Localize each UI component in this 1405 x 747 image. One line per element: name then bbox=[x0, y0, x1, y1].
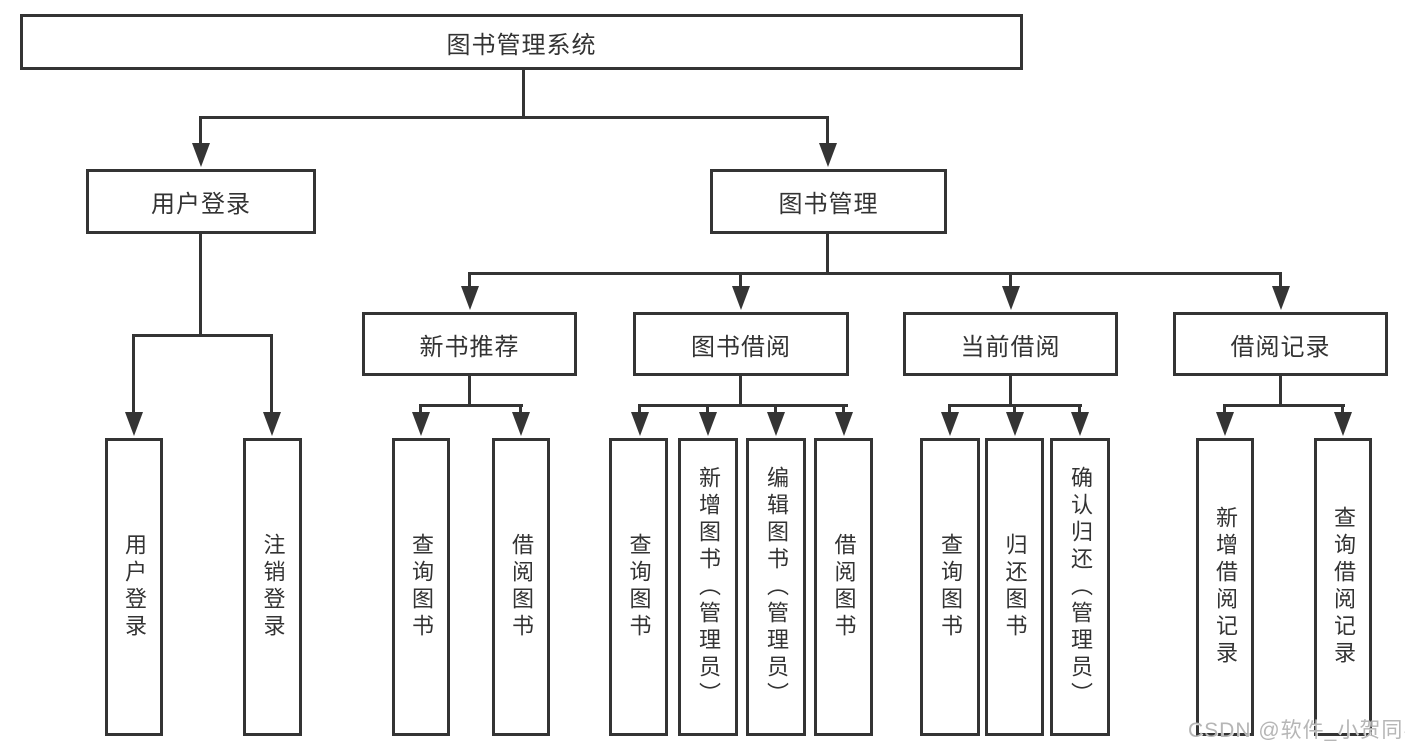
connector-line bbox=[1009, 272, 1012, 286]
connector-line bbox=[842, 404, 845, 413]
node-label: 图书管理 bbox=[778, 191, 879, 218]
node-label: 用户登录 bbox=[151, 191, 251, 218]
node-borrowing-records: 借阅记录 bbox=[1173, 312, 1388, 376]
connector-line bbox=[739, 272, 742, 286]
node-leaf-query-books-borrowing: 查询图书 bbox=[609, 438, 668, 736]
node-leaf-add-borrow-record: 新增借阅记录 bbox=[1196, 438, 1254, 736]
connector-line bbox=[739, 376, 742, 407]
node-label: 查询图书 bbox=[626, 533, 652, 641]
connector-line bbox=[419, 404, 422, 413]
arrowhead-down-icon bbox=[1216, 412, 1234, 436]
arrowhead-down-icon bbox=[819, 143, 837, 167]
node-label: 归还图书 bbox=[1002, 533, 1028, 641]
node-label: 新书推荐 bbox=[419, 333, 520, 361]
node-new-book-recommend: 新书推荐 bbox=[362, 312, 577, 376]
arrowhead-down-icon bbox=[461, 286, 479, 310]
arrowhead-down-icon bbox=[732, 286, 750, 310]
node-leaf-logout: 注销登录 bbox=[243, 438, 302, 736]
node-label: 新增图书（管理员） bbox=[696, 465, 721, 709]
connector-line bbox=[1279, 272, 1282, 286]
node-label: 图书借阅 bbox=[691, 333, 791, 361]
arrowhead-down-icon bbox=[263, 412, 281, 436]
arrowhead-down-icon bbox=[1002, 286, 1020, 310]
node-leaf-borrow-books-recommend: 借阅图书 bbox=[492, 438, 550, 736]
connector-line bbox=[522, 70, 525, 119]
connector-line bbox=[1341, 404, 1344, 413]
arrowhead-down-icon bbox=[631, 412, 649, 436]
arrowhead-down-icon bbox=[125, 412, 143, 436]
node-label: 查询图书 bbox=[938, 533, 963, 641]
node-label: 确认归还（管理员） bbox=[1068, 465, 1093, 709]
connector-line bbox=[199, 116, 829, 119]
node-leaf-query-borrow-record: 查询借阅记录 bbox=[1314, 438, 1372, 736]
connector-line bbox=[1078, 404, 1081, 413]
node-leaf-borrow-books-borrowing: 借阅图书 bbox=[814, 438, 873, 736]
node-label: 注销登录 bbox=[260, 533, 286, 641]
connector-line bbox=[199, 116, 202, 144]
arrowhead-down-icon bbox=[699, 412, 717, 436]
node-book-borrowing: 图书借阅 bbox=[633, 312, 849, 376]
node-current-borrowing: 当前借阅 bbox=[903, 312, 1118, 376]
arrowhead-down-icon bbox=[767, 412, 785, 436]
arrowhead-down-icon bbox=[941, 412, 959, 436]
node-label: 图书管理系统 bbox=[446, 31, 597, 59]
connector-line bbox=[1223, 404, 1345, 407]
connector-line bbox=[468, 272, 471, 286]
node-leaf-return-book: 归还图书 bbox=[985, 438, 1044, 736]
arrowhead-down-icon bbox=[1006, 412, 1024, 436]
arrowhead-down-icon bbox=[835, 412, 853, 436]
node-label: 借阅图书 bbox=[831, 533, 857, 641]
arrowhead-down-icon bbox=[1272, 286, 1290, 310]
node-leaf-edit-book-admin: 编辑图书（管理员） bbox=[746, 438, 806, 736]
arrowhead-down-icon bbox=[512, 412, 530, 436]
watermark: CSDN @软件_小贺同学 bbox=[1188, 719, 1405, 742]
connector-line bbox=[948, 404, 951, 413]
connector-line bbox=[132, 334, 135, 412]
node-label: 查询借阅记录 bbox=[1331, 506, 1356, 668]
node-user-login: 用户登录 bbox=[86, 169, 316, 234]
connector-line bbox=[132, 334, 273, 337]
connector-line bbox=[1279, 376, 1282, 407]
arrowhead-down-icon bbox=[192, 143, 210, 167]
node-label: 当前借阅 bbox=[960, 333, 1061, 361]
connector-line bbox=[1013, 404, 1016, 413]
connector-line bbox=[774, 404, 777, 413]
connector-line bbox=[199, 234, 202, 337]
node-label: 新增借阅记录 bbox=[1213, 506, 1238, 668]
node-library-management-system: 图书管理系统 bbox=[20, 14, 1023, 70]
connector-line bbox=[826, 116, 829, 144]
connector-line bbox=[638, 404, 641, 413]
node-leaf-query-books-recommend: 查询图书 bbox=[392, 438, 450, 736]
connector-line bbox=[270, 334, 273, 412]
node-book-management: 图书管理 bbox=[710, 169, 947, 234]
connector-line bbox=[468, 376, 471, 407]
node-leaf-user-login: 用户登录 bbox=[105, 438, 163, 736]
connector-line bbox=[419, 404, 523, 407]
node-leaf-query-books-current: 查询图书 bbox=[920, 438, 980, 736]
arrowhead-down-icon bbox=[1334, 412, 1352, 436]
node-label: 借阅图书 bbox=[509, 533, 534, 641]
arrowhead-down-icon bbox=[1071, 412, 1089, 436]
node-label: 查询图书 bbox=[409, 533, 434, 641]
node-label: 编辑图书（管理员） bbox=[764, 465, 789, 709]
node-leaf-confirm-return-admin: 确认归还（管理员） bbox=[1050, 438, 1110, 736]
connector-line bbox=[826, 234, 829, 274]
connector-line bbox=[1223, 404, 1226, 413]
connector-line bbox=[706, 404, 709, 413]
node-label: 借阅记录 bbox=[1230, 333, 1331, 361]
node-leaf-add-book-admin: 新增图书（管理员） bbox=[678, 438, 738, 736]
connector-line bbox=[519, 404, 522, 413]
arrowhead-down-icon bbox=[412, 412, 430, 436]
node-label: 用户登录 bbox=[122, 533, 147, 641]
connector-line bbox=[468, 272, 1282, 275]
connector-line bbox=[638, 404, 848, 407]
connector-line bbox=[1009, 376, 1012, 407]
